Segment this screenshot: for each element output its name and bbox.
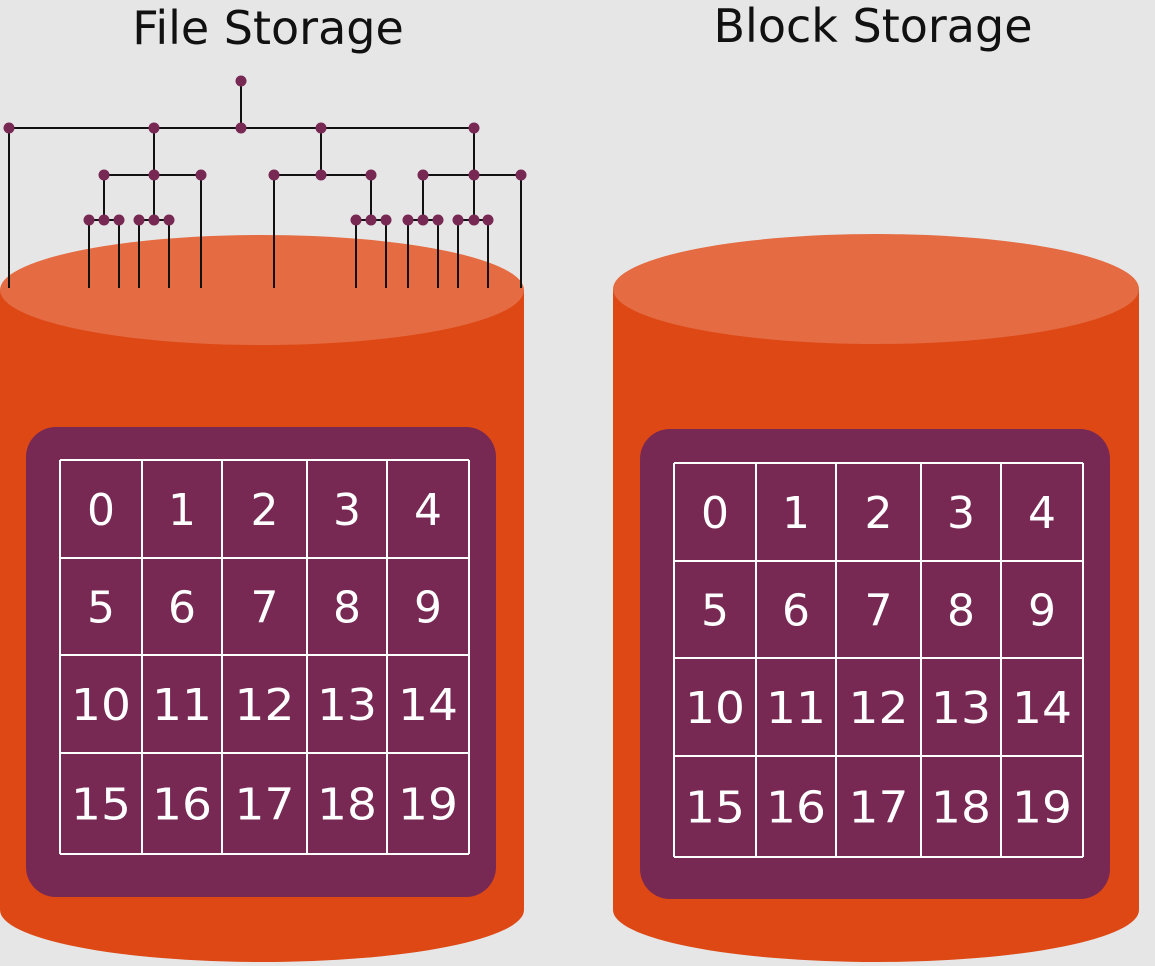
- tree-node: [98, 214, 110, 226]
- tree-node: [350, 214, 362, 226]
- file-storage-block-cell: 3: [333, 485, 361, 536]
- file-storage-block-cell: 14: [398, 680, 458, 731]
- file-directory-tree-nodes: [3, 75, 527, 226]
- tree-node: [98, 169, 110, 181]
- block-storage-block-cell: 8: [947, 586, 975, 637]
- tree-node: [482, 214, 494, 226]
- block-storage-block-cell: 2: [865, 488, 893, 539]
- block-storage-block-cell: 17: [849, 783, 909, 834]
- tree-node: [235, 75, 247, 87]
- tree-node: [365, 214, 377, 226]
- file-storage-block-cell: 4: [414, 485, 442, 536]
- tree-node: [235, 122, 247, 134]
- block-storage-block-cell: 4: [1028, 488, 1056, 539]
- file-storage-block-cell: 0: [87, 485, 115, 536]
- tree-node: [515, 169, 527, 181]
- block-storage-block-cell: 6: [782, 586, 810, 637]
- block-storage-block-panel: [640, 429, 1110, 899]
- tree-node: [148, 214, 160, 226]
- block-storage-block-cell: 11: [766, 683, 826, 734]
- tree-node: [402, 214, 414, 226]
- block-storage-block-cell: 15: [685, 783, 745, 834]
- file-storage-block-cell: 18: [317, 780, 377, 831]
- block-storage-block-cell: 13: [931, 683, 991, 734]
- file-storage-block-cell: 11: [152, 680, 212, 731]
- block-storage-block-cell: 10: [685, 683, 745, 734]
- block-storage-title: Block Storage: [713, 0, 1032, 53]
- file-storage-block-cell: 15: [71, 780, 131, 831]
- tree-node: [268, 169, 280, 181]
- file-storage-block-cell: 12: [235, 680, 295, 731]
- file-storage-block-cell: 1: [168, 485, 196, 536]
- block-storage-block-cell: 5: [701, 586, 729, 637]
- tree-node: [195, 169, 207, 181]
- file-storage-block-cell: 6: [168, 583, 196, 634]
- tree-node: [148, 122, 160, 134]
- block-storage-block-cell: 3: [947, 488, 975, 539]
- tree-node: [417, 169, 429, 181]
- block-storage-block-cell: 1: [782, 488, 810, 539]
- tree-node: [315, 169, 327, 181]
- tree-node: [163, 214, 175, 226]
- tree-node: [468, 169, 480, 181]
- block-storage-block-cell: 19: [1012, 783, 1072, 834]
- file-storage-block-cell: 19: [398, 780, 458, 831]
- tree-node: [315, 122, 327, 134]
- tree-node: [365, 169, 377, 181]
- block-storage-cylinder-top: [613, 234, 1139, 344]
- block-storage-block-cell: 9: [1028, 586, 1056, 637]
- block-storage-block-cell: 16: [766, 783, 826, 834]
- block-storage-block-cell: 7: [865, 586, 893, 637]
- block-storage-block-cell: 18: [931, 783, 991, 834]
- tree-node: [452, 214, 464, 226]
- file-storage-block-cell: 9: [414, 583, 442, 634]
- tree-node: [3, 122, 15, 134]
- tree-node: [133, 214, 145, 226]
- tree-node: [380, 214, 392, 226]
- file-storage-block-cell: 17: [235, 780, 295, 831]
- file-storage-block-panel: [26, 427, 496, 897]
- tree-node: [417, 214, 429, 226]
- file-storage-cylinder-top: [0, 235, 524, 345]
- tree-node: [83, 214, 95, 226]
- file-storage-block-cell: 8: [333, 583, 361, 634]
- block-storage-block-cell: 14: [1012, 683, 1072, 734]
- tree-node: [113, 214, 125, 226]
- file-storage-title: File Storage: [132, 1, 404, 55]
- block-storage-block-cell: 0: [701, 488, 729, 539]
- file-storage-block-cell: 13: [317, 680, 377, 731]
- file-storage-block-cell: 10: [71, 680, 131, 731]
- file-storage-block-cell: 5: [87, 583, 115, 634]
- tree-node: [468, 214, 480, 226]
- tree-node: [432, 214, 444, 226]
- block-storage-block-cell: 12: [849, 683, 909, 734]
- tree-node: [148, 169, 160, 181]
- file-storage-block-cell: 2: [251, 485, 279, 536]
- tree-node: [468, 122, 480, 134]
- file-storage-block-cell: 7: [251, 583, 279, 634]
- file-storage-block-cell: 16: [152, 780, 212, 831]
